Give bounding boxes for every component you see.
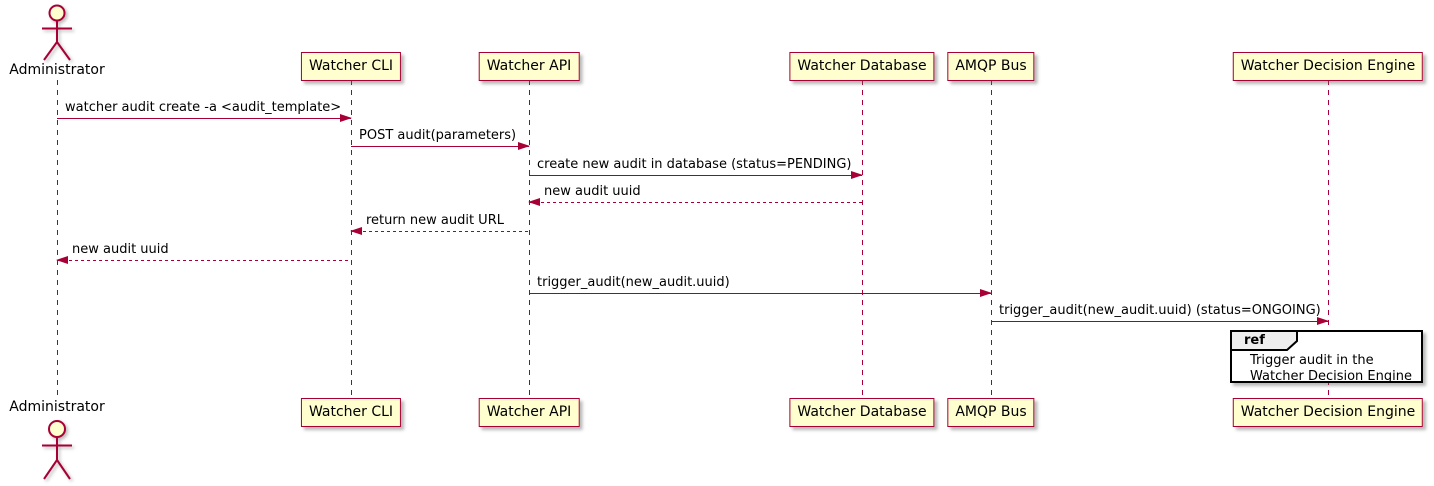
- participant-watcher-cli-top: Watcher CLI: [300, 52, 402, 81]
- message-label: trigger_audit(new_audit.uuid) (status=ON…: [999, 303, 1321, 318]
- participant-watcher-database-bottom: Watcher Database: [789, 398, 935, 427]
- message-label: create new audit in database (status=PEN…: [537, 157, 852, 172]
- message-label: watcher audit create -a <audit_template>: [65, 100, 342, 115]
- arrowhead-right-icon: [340, 113, 352, 122]
- message-line: [57, 118, 351, 120]
- message-line: [529, 293, 991, 295]
- message-label: trigger_audit(new_audit.uuid): [537, 275, 730, 290]
- actor-label-top: Administrator: [9, 62, 105, 78]
- message-line: [529, 202, 862, 204]
- participant-watcher-decision-engine-bottom: Watcher Decision Engine: [1232, 398, 1424, 427]
- arrowhead-right-icon: [518, 141, 530, 150]
- arrowhead-right-icon: [980, 288, 992, 297]
- message-line: [991, 321, 1328, 323]
- message-label: return new audit URL: [366, 213, 504, 228]
- arrowhead-right-icon: [851, 170, 863, 179]
- message-line: [529, 175, 862, 177]
- message-line: [57, 260, 351, 262]
- lifeline-amqp-bus: [991, 80, 992, 399]
- participant-watcher-api-top: Watcher API: [478, 52, 580, 81]
- ref-text-line-1: Trigger audit in the: [1250, 353, 1374, 368]
- message-line: [351, 231, 529, 233]
- participant-watcher-decision-engine-top: Watcher Decision Engine: [1232, 52, 1424, 81]
- arrowhead-right-icon: [1317, 316, 1329, 325]
- lifeline-administrator: [57, 80, 58, 399]
- message-label: new audit uuid: [544, 184, 641, 199]
- message-label: new audit uuid: [72, 242, 169, 257]
- lifeline-watcher-decision-engine: [1328, 80, 1329, 399]
- lifeline-watcher-database: [862, 80, 863, 399]
- message-label: POST audit(parameters): [359, 128, 517, 143]
- actor-administrator-icon: [42, 420, 72, 480]
- arrowhead-left-icon: [528, 197, 540, 206]
- lifeline-watcher-cli: [351, 80, 352, 399]
- ref-keyword: ref: [1244, 333, 1265, 348]
- ref-text: Trigger audit in the Watcher Decision En…: [1250, 353, 1412, 385]
- lifeline-watcher-api: [529, 80, 530, 399]
- participant-watcher-cli-bottom: Watcher CLI: [300, 398, 402, 427]
- actor-label-bottom: Administrator: [9, 399, 105, 415]
- participant-amqp-bus-top: AMQP Bus: [947, 52, 1035, 81]
- arrowhead-left-icon: [56, 255, 68, 264]
- participant-watcher-api-bottom: Watcher API: [478, 398, 580, 427]
- actor-administrator-icon: [42, 4, 72, 61]
- participant-amqp-bus-bottom: AMQP Bus: [947, 398, 1035, 427]
- message-line: [351, 146, 529, 148]
- participant-watcher-database-top: Watcher Database: [789, 52, 935, 81]
- arrowhead-left-icon: [350, 226, 362, 235]
- ref-text-line-2: Watcher Decision Engine: [1250, 369, 1412, 384]
- ref-frame: ref Trigger audit in the Watcher Decisio…: [1230, 330, 1423, 385]
- ref-tab: [1230, 330, 1298, 351]
